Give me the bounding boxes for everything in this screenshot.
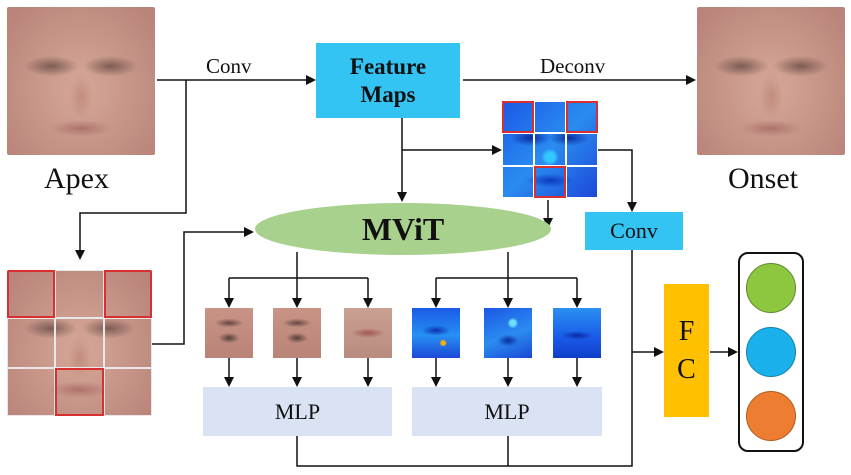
onset-face-image: [697, 7, 845, 155]
conv-block: Conv: [585, 212, 683, 250]
conv-arrow-label: Conv: [206, 54, 252, 78]
fc-label-line2: C: [677, 353, 696, 385]
mvit-block: MViT: [255, 203, 551, 255]
mlp-left-label: MLP: [274, 398, 321, 424]
conv-block-label: Conv: [610, 218, 658, 243]
left-eye-patch: [205, 308, 253, 358]
right-eye-patch: [273, 308, 321, 358]
feature-maps-label-line2: Maps: [360, 81, 416, 107]
apex-face-image: [7, 7, 155, 155]
heatmap-patch-1: [412, 308, 460, 358]
class-circle-blue: [746, 327, 796, 377]
classification-output-panel: [738, 252, 804, 452]
class-circle-green: [746, 263, 796, 313]
class-circle-orange: [746, 391, 796, 441]
mvit-label: MViT: [361, 210, 445, 247]
apex-label: Apex: [44, 162, 109, 195]
mouth-patch: [344, 308, 392, 358]
mlp-block-right: MLP: [412, 387, 602, 436]
feature-heatmap-image: [502, 101, 598, 198]
deconv-arrow-label: Deconv: [540, 54, 606, 78]
fc-block: F C: [664, 284, 709, 417]
mlp-block-left: MLP: [203, 387, 392, 436]
feature-maps-block: Feature Maps: [316, 43, 460, 118]
patch-grid-face-image: [7, 270, 152, 416]
fc-label-line1: F: [678, 315, 695, 347]
heatmap-patch-3: [553, 308, 601, 358]
mlp-right-label: MLP: [484, 398, 530, 424]
feature-maps-label-line1: Feature: [349, 53, 427, 79]
heatmap-patch-2: [484, 308, 532, 358]
onset-label: Onset: [728, 162, 798, 195]
